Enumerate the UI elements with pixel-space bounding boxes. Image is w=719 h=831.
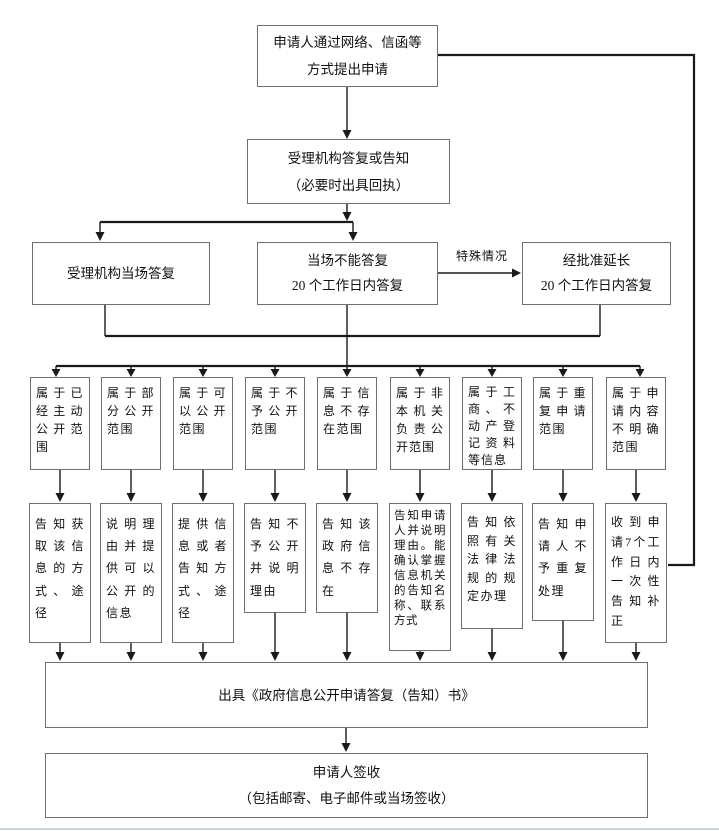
node-apply: 申请人通过网络、信函等 方式提出申请 <box>257 25 438 87</box>
branch-action-3: 提供信息或者告知方式、途径 <box>172 503 234 643</box>
branch-category-3: 属于可以公开范围 <box>173 377 233 470</box>
label-special-case: 特殊情况 <box>455 249 508 263</box>
branch-category-7: 属于工商、不动产登记资料等信息 <box>462 377 522 470</box>
node-onsite-reply: 受理机构当场答复 <box>32 242 210 305</box>
branch-action-2: 说明理由并提供可以公开的信息 <box>100 503 162 643</box>
branch-action-6: 告知申请人并说明理由。能确认掌握信息机关的告知名称、联系方式 <box>389 503 451 651</box>
node-reply: 受理机构答复或告知 （必要时出具回执） <box>247 139 450 204</box>
branch-action-1: 告知获取该信息的方式、途径 <box>29 503 91 643</box>
branch-category-2: 属于部分公开范围 <box>101 377 161 470</box>
branch-action-9: 收到申请7个工作日内一次性告知补正 <box>605 503 667 643</box>
branch-action-5: 告知该政府信息不存在 <box>316 503 378 613</box>
branch-action-7: 告知依照有关法律法规的规定办理 <box>461 503 523 629</box>
node-extended-reply: 经批准延长 20 个工作日内答复 <box>522 242 671 305</box>
branch-category-1: 属于已经主动公开范围 <box>30 377 90 470</box>
branch-action-4: 告知不予公开并说明理由 <box>244 503 306 613</box>
branch-category-9: 属于申请内容不明确范围 <box>606 377 666 470</box>
node-delayed-reply: 当场不能答复 20 个工作日内答复 <box>257 242 438 305</box>
branch-category-8: 属于重复申请范围 <box>533 377 593 470</box>
branch-category-4: 属于不予公开范围 <box>245 377 305 470</box>
branch-category-6: 属于非本机关负责公开范围 <box>390 377 450 470</box>
node-issue-document: 出具《政府信息公开申请答复（告知）书》 <box>45 662 648 728</box>
page-edge-line <box>0 828 719 830</box>
branch-action-8: 告知申请人不予重复处理 <box>532 503 594 621</box>
node-applicant-sign: 申请人签收 （包括邮寄、电子邮件或当场签收） <box>45 753 648 818</box>
branch-category-5: 属于信息不存在范围 <box>317 377 377 470</box>
